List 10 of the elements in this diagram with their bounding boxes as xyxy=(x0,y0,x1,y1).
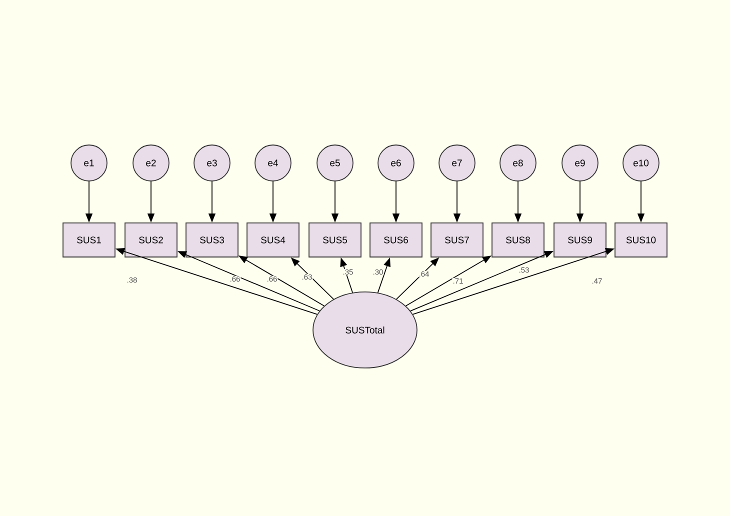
variable-box: SUS2 xyxy=(124,222,178,258)
variable-box: SUS9 xyxy=(554,222,606,258)
variable-box: SUS6 xyxy=(370,222,422,258)
variable-box: SUS8 xyxy=(492,222,544,258)
variable-box: SUS5 xyxy=(308,222,362,258)
variable-box: SUS3 xyxy=(186,222,238,258)
variable-box: SUS4 xyxy=(246,222,300,258)
variable-box: SUS1 xyxy=(62,222,116,258)
variable-box: SUS10 xyxy=(614,222,668,258)
variable-box: SUS7 xyxy=(430,222,484,258)
